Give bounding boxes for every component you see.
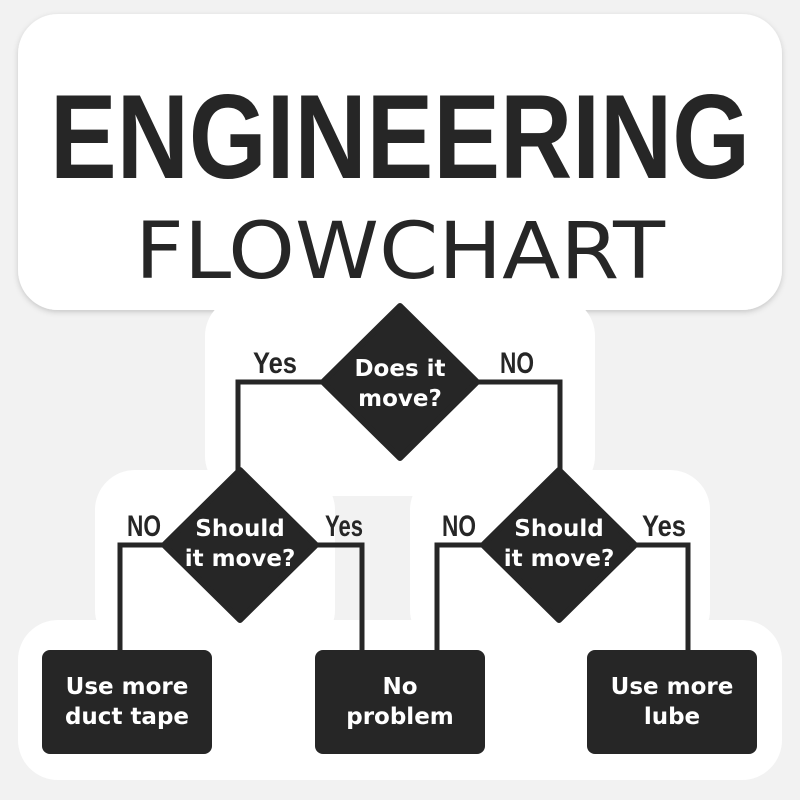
decision-left: Should it move?	[161, 467, 319, 623]
result-middle-line2: problem	[346, 704, 454, 730]
edge-right-yes	[632, 542, 691, 655]
subtitle: FLOWCHART	[135, 207, 665, 297]
decision-right: Should it move?	[480, 467, 638, 623]
title: ENGINEERING	[50, 70, 750, 204]
decision-root-line1: Does it	[354, 356, 445, 382]
edge-label-root-yes: Yes	[253, 347, 297, 380]
result-left-line1: Use more	[66, 674, 189, 700]
edge-label-right-yes: Yes	[642, 510, 686, 543]
decision-root: Does it move?	[320, 303, 480, 461]
result-right: Use more lube	[587, 650, 757, 754]
decision-root-line2: move?	[358, 386, 442, 412]
result-right-line2: lube	[644, 704, 700, 730]
edge-root-no	[472, 379, 563, 478]
result-left: Use more duct tape	[42, 650, 212, 754]
edge-label-left-no: NO	[127, 510, 161, 543]
result-left-line2: duct tape	[65, 704, 189, 730]
edge-right-no	[434, 542, 488, 655]
edge-root-yes	[235, 379, 328, 478]
decision-right-line2: it move?	[504, 546, 615, 572]
edge-left-no	[117, 542, 168, 655]
decision-left-line2: it move?	[185, 546, 296, 572]
edge-label-root-no: NO	[500, 347, 534, 380]
connector-lines	[117, 379, 691, 655]
edge-label-right-no: NO	[442, 510, 476, 543]
edge-label-left-yes: Yes	[325, 510, 363, 543]
result-middle: No problem	[315, 650, 485, 754]
result-middle-line1: No	[382, 674, 417, 700]
decision-left-line1: Should	[195, 516, 284, 542]
result-right-line1: Use more	[611, 674, 734, 700]
decision-right-line1: Should	[514, 516, 603, 542]
edge-left-yes	[310, 542, 365, 655]
